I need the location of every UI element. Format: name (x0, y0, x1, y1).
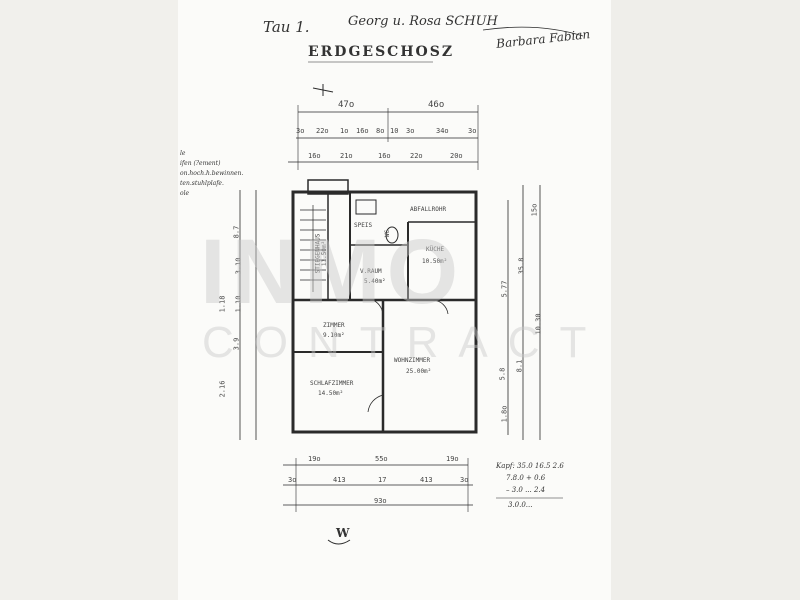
dim-left-0: 8.7 (232, 225, 241, 239)
dim-bottom-r2-2: 17 (378, 476, 387, 484)
dim-left-1: 3.10 (234, 257, 243, 275)
owners-label: Georg u. Rosa SCHUH (348, 14, 498, 29)
room-stiegenhaus-area: 11.50m² (321, 240, 329, 267)
dim-top-r1-3: 16o (356, 127, 369, 135)
dim-top-r1-2: 1o (340, 127, 349, 135)
compass-west-label: W (336, 526, 350, 540)
dim-bottom-r2-1: 413 (333, 476, 346, 484)
calc-line-3: 3.0.0... (508, 501, 533, 509)
dim-bottom-r2-3: 413 (420, 476, 433, 484)
room-schlafzimmer-name: SCHLAFZIMMER (310, 380, 354, 387)
left-note-1: ifen (?ement) (180, 160, 221, 167)
floor-plan-drawing (239, 26, 584, 545)
dim-right-5: 5.8 (498, 367, 507, 381)
dim-right-6: 1.8o (500, 405, 509, 423)
room-zimmer-name: ZIMMER (323, 322, 345, 329)
scan-margin-left (0, 0, 178, 600)
dim-right-2: 10.30 (534, 313, 543, 335)
dim-bottom-r1-2: 19o (446, 455, 459, 463)
floor-title: ERDGESCHOSZ (308, 44, 455, 60)
abfallrohr-label: ABFALLROHR (410, 206, 447, 213)
room-wohnzimmer-name: WOHNZIMMER (394, 357, 431, 364)
dim-top-r2-1: 21o (340, 152, 353, 160)
dim-bottom-r2-4: 3o (460, 476, 469, 484)
dim-left-2: 1.10 (234, 295, 243, 313)
room-wohnzimmer-area: 25.00m² (406, 368, 432, 375)
dim-top-r1-0: 3o (296, 127, 305, 135)
dim-top-r2-4: 20o (450, 152, 463, 160)
dim-top-r2-2: 16o (378, 152, 391, 160)
dim-top-total-1: 47o (338, 100, 355, 110)
dim-right-3: 8.1 (515, 359, 524, 373)
room-wc-name: WC (384, 229, 392, 238)
left-note-3: ten.stuhlplafe. (180, 180, 224, 187)
room-schlafzimmer-area: 14.50m² (318, 390, 344, 397)
left-note-4: ole (180, 190, 190, 197)
dim-right-1: 35.8 (517, 257, 526, 275)
dim-top-r1-6: 3o (406, 127, 415, 135)
calc-line-0: Kapf: 35.0 16.5 2.6 (496, 462, 564, 470)
left-note-0: le (180, 150, 186, 157)
dim-top-r1-8: 3o (468, 127, 477, 135)
dim-left-5: 2.16 (218, 380, 227, 398)
dim-bottom-r1-1: 55o (375, 455, 388, 463)
dim-bottom-total: 93o (374, 497, 387, 505)
dim-right-4: 5.77 (500, 280, 509, 298)
dim-top-r1-4: 8o (376, 127, 385, 135)
dim-bottom-r2-0: 3o (288, 476, 297, 484)
dim-bottom-r1-0: 19o (308, 455, 321, 463)
dim-top-r2-3: 22o (410, 152, 423, 160)
dim-left-3: 3.9 (232, 337, 241, 351)
calc-line-2: – 3.0 ... 2.4 (506, 486, 546, 494)
dim-top-r2-0: 16o (308, 152, 321, 160)
dim-top-r1-7: 34o (436, 127, 449, 135)
room-kueche-name: KÜCHE (426, 246, 445, 253)
room-speis-name: SPEIS (354, 222, 373, 229)
room-vraum-area: 5.40m² (364, 278, 386, 285)
scan-margin-right (611, 0, 800, 600)
calc-line-1: 7.8.0 + 0.6 (506, 474, 546, 482)
room-kueche-area: 10.50m² (422, 258, 448, 265)
dim-top-r1-5: 10 (390, 127, 399, 135)
dim-top-total-2: 46o (428, 100, 445, 110)
tab-label: Tau 1. (263, 18, 310, 36)
dim-left-4: 1.18 (218, 295, 227, 313)
room-zimmer-area: 9.10m² (323, 332, 345, 339)
room-vraum-name: V.RAUM (360, 268, 382, 275)
floor-plan-sheet: Tau 1. Georg u. Rosa SCHUH Barbara Fabia… (178, 0, 611, 600)
left-note-2: on.hoch.h.bewinnen. (180, 170, 244, 177)
dim-right-0: 15o (530, 203, 539, 217)
dim-top-r1-1: 22o (316, 127, 329, 135)
